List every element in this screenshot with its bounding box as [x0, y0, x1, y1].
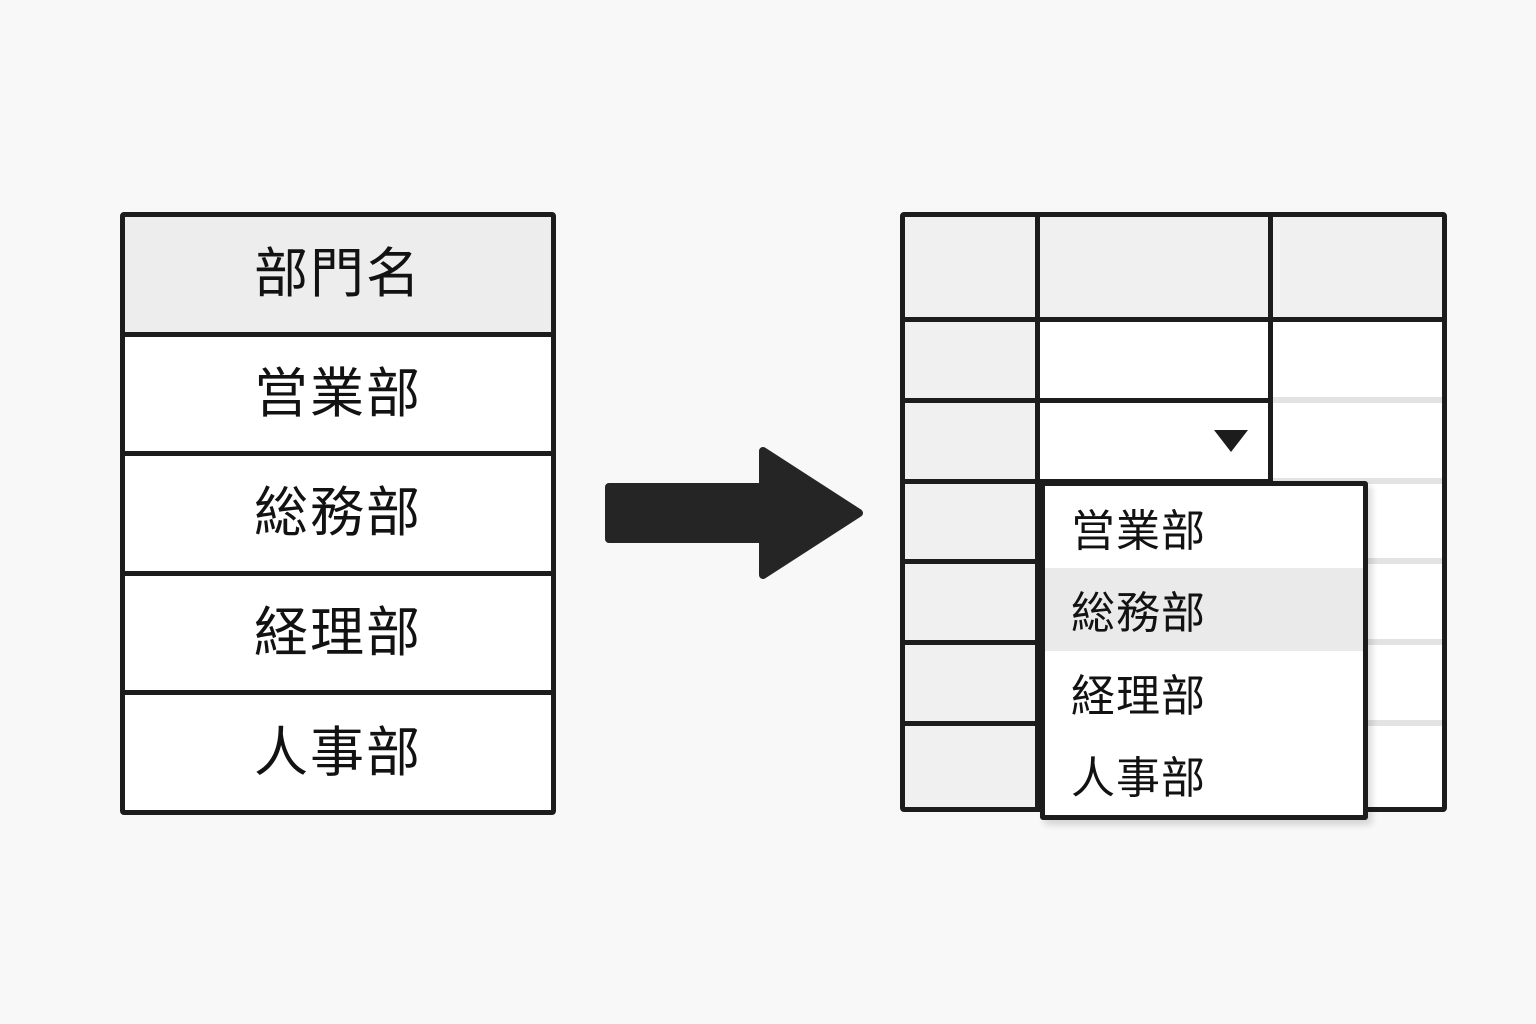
dropdown-option-soumu[interactable]: 総務部 — [1045, 568, 1363, 651]
result-cell-col1 — [905, 483, 1040, 565]
source-table-cell: 経理部 — [254, 601, 422, 665]
result-cell-col3 — [1273, 321, 1442, 403]
chevron-down-icon[interactable] — [1214, 429, 1248, 452]
result-table-header-row — [905, 217, 1442, 322]
department-select-cell[interactable] — [1040, 402, 1273, 484]
right-arrow-icon — [605, 447, 863, 579]
source-table: 部門名 営業部 総務部 経理部 人事部 — [120, 212, 556, 815]
result-header-cell-col2 — [1040, 217, 1273, 317]
source-table-header-row: 部門名 — [125, 217, 551, 337]
source-table-row: 人事部 — [125, 695, 551, 810]
result-cell-col1 — [905, 321, 1040, 403]
source-table-cell: 営業部 — [254, 361, 422, 425]
result-cell-col3 — [1273, 402, 1442, 484]
result-header-cell-col3 — [1273, 217, 1442, 317]
dropdown-option-keiri[interactable]: 経理部 — [1045, 650, 1363, 733]
result-header-cell-col1 — [905, 217, 1040, 317]
source-table-row: 営業部 — [125, 336, 551, 457]
result-cell-col1 — [905, 402, 1040, 484]
result-table-row — [905, 321, 1442, 403]
department-dropdown-list[interactable]: 営業部 総務部 経理部 人事部 — [1040, 481, 1368, 820]
result-cell-col1 — [905, 726, 1040, 807]
dropdown-option-jinji[interactable]: 人事部 — [1045, 732, 1363, 815]
result-cell-col2 — [1040, 321, 1273, 403]
result-table-row-select — [905, 402, 1442, 484]
source-table-header-label: 部門名 — [254, 242, 422, 306]
source-table-row: 総務部 — [125, 456, 551, 576]
source-table-cell: 総務部 — [254, 481, 422, 545]
source-table-cell: 人事部 — [254, 720, 422, 784]
source-table-row: 経理部 — [125, 575, 551, 696]
dropdown-option-eigyou[interactable]: 営業部 — [1045, 486, 1363, 569]
result-cell-col1 — [905, 564, 1040, 646]
result-cell-col1 — [905, 645, 1040, 727]
